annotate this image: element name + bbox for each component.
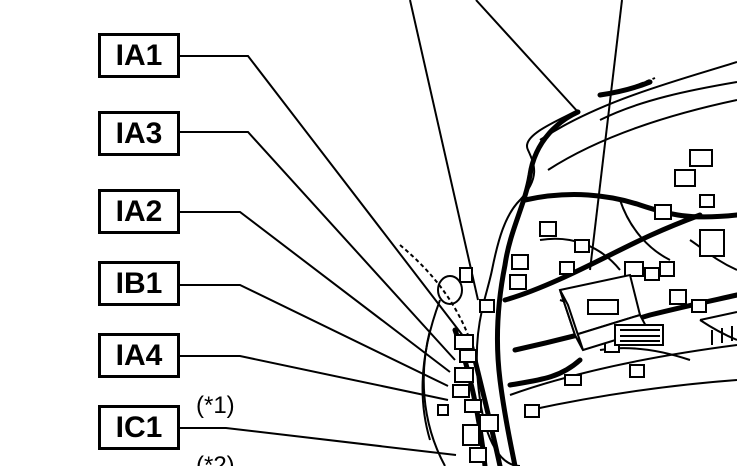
junction-block bbox=[558, 273, 664, 352]
left-arc bbox=[421, 299, 441, 441]
knob bbox=[437, 275, 463, 305]
connector bbox=[454, 367, 474, 383]
leader-top-2 bbox=[475, 0, 579, 113]
label-ib1: IB1 bbox=[98, 261, 180, 306]
label-ia1: IA1 bbox=[98, 33, 180, 78]
dash-hood bbox=[599, 81, 737, 121]
connector bbox=[452, 384, 470, 398]
connector bbox=[459, 349, 477, 363]
connector bbox=[689, 149, 713, 167]
panel-inner-edge bbox=[547, 99, 737, 171]
footnote-2-clip: (*2) bbox=[196, 452, 266, 466]
connector bbox=[669, 289, 687, 305]
connector bbox=[464, 399, 482, 413]
footnote-2: (*2) bbox=[196, 452, 235, 466]
connector bbox=[674, 169, 696, 187]
panel-lower-edge bbox=[509, 344, 737, 396]
connector bbox=[479, 414, 499, 432]
connector bbox=[699, 194, 715, 208]
connector bbox=[459, 267, 473, 283]
leader-ib1 bbox=[180, 284, 449, 387]
harness-branch-7 bbox=[597, 79, 653, 98]
connector bbox=[509, 274, 527, 290]
label-ia4: IA4 bbox=[98, 333, 180, 378]
leader-ia2 bbox=[180, 211, 451, 373]
harness-branch-2 bbox=[512, 292, 737, 353]
connector bbox=[574, 239, 590, 253]
connector bbox=[479, 299, 495, 313]
connector bbox=[691, 299, 707, 313]
leader-ia1 bbox=[180, 55, 471, 346]
harness-branch-3 bbox=[522, 192, 737, 220]
label-ia2: IA2 bbox=[98, 189, 180, 234]
footnote-1: (*1) bbox=[196, 392, 235, 419]
leader-ia3 bbox=[180, 131, 456, 361]
connector bbox=[654, 204, 672, 220]
leader-ic1 bbox=[180, 427, 457, 456]
connector bbox=[624, 261, 644, 277]
dashed-cable bbox=[399, 244, 471, 341]
harness-main bbox=[495, 109, 581, 466]
label-ia3: IA3 bbox=[98, 111, 180, 156]
connector bbox=[469, 447, 487, 463]
connector bbox=[524, 404, 540, 418]
panel-top-edge bbox=[539, 61, 737, 141]
leader-top-1 bbox=[409, 0, 479, 301]
connector bbox=[659, 261, 675, 277]
connector bbox=[699, 229, 725, 257]
connector bbox=[564, 374, 582, 386]
leader-ia4 bbox=[180, 355, 449, 401]
connector bbox=[437, 404, 449, 416]
connector bbox=[539, 221, 557, 237]
connector bbox=[629, 364, 645, 378]
connector bbox=[454, 334, 474, 350]
connector bbox=[511, 254, 529, 270]
connector bbox=[462, 424, 480, 446]
harness-branch-4 bbox=[507, 357, 583, 388]
connector bbox=[644, 267, 660, 281]
harness-branch-1 bbox=[502, 212, 703, 303]
connector bbox=[559, 261, 575, 275]
label-ic1: IC1 bbox=[98, 405, 180, 450]
panel-bottom-edge bbox=[529, 379, 737, 411]
leader-top-3 bbox=[589, 0, 623, 271]
